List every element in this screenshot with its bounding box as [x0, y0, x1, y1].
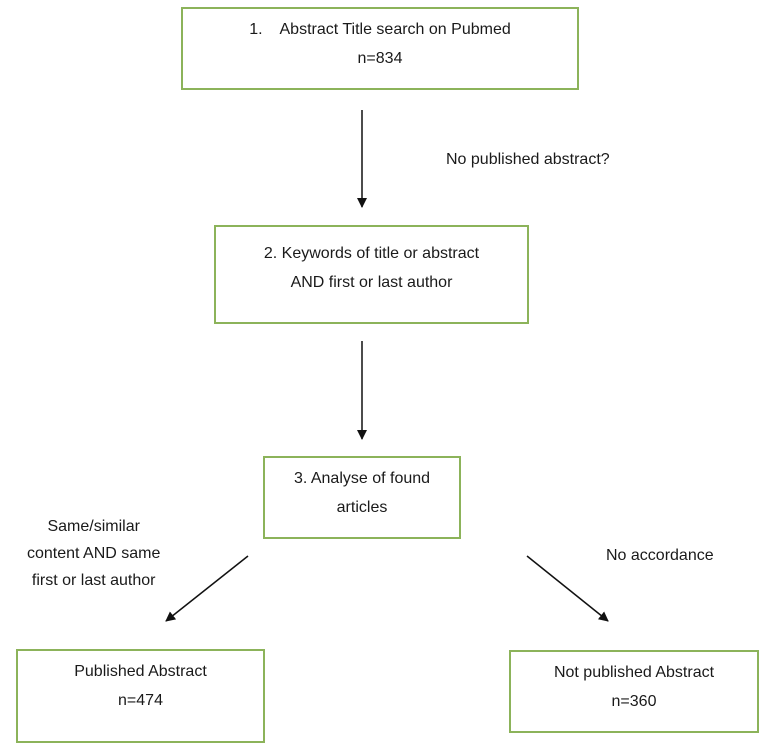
- node-step1-count: n=834: [357, 50, 403, 67]
- node-not-published-count: n=360: [611, 693, 657, 710]
- node-step3-line2: articles: [336, 499, 388, 516]
- label-no-published-abstract: No published abstract?: [446, 151, 610, 168]
- label-same-similar-line1: Same/similar: [47, 518, 140, 535]
- node-step2-line1: 2. Keywords of title or abstract: [263, 245, 480, 262]
- label-same-similar-line2: content AND same: [27, 545, 161, 562]
- node-published-abstract: Published Abstract n=474: [16, 649, 265, 743]
- node-not-published-abstract: Not published Abstract n=360: [509, 650, 759, 733]
- node-step1-title-search: 1. Abstract Title search on Pubmed n=834: [181, 7, 579, 90]
- node-step3-analyse: 3. Analyse of found articles: [263, 456, 461, 539]
- label-same-similar: Same/similar content AND same first or l…: [27, 513, 160, 594]
- node-published-count: n=474: [118, 692, 163, 709]
- label-same-similar-line3: first or last author: [31, 572, 156, 589]
- arrow-step3-to-published: [165, 555, 249, 622]
- node-not-published-line1: Not published Abstract: [553, 664, 715, 681]
- arrow-step3-to-not-published: [526, 555, 609, 622]
- node-step3-line1: 3. Analyse of found: [293, 470, 431, 487]
- node-published-line1: Published Abstract: [74, 663, 207, 680]
- node-step1-text: 1. Abstract Title search on Pubmed: [249, 21, 511, 38]
- label-no-accordance: No accordance: [606, 547, 714, 564]
- node-step2-keywords: 2. Keywords of title or abstract AND fir…: [214, 225, 529, 324]
- node-step2-line2: AND first or last author: [290, 274, 453, 291]
